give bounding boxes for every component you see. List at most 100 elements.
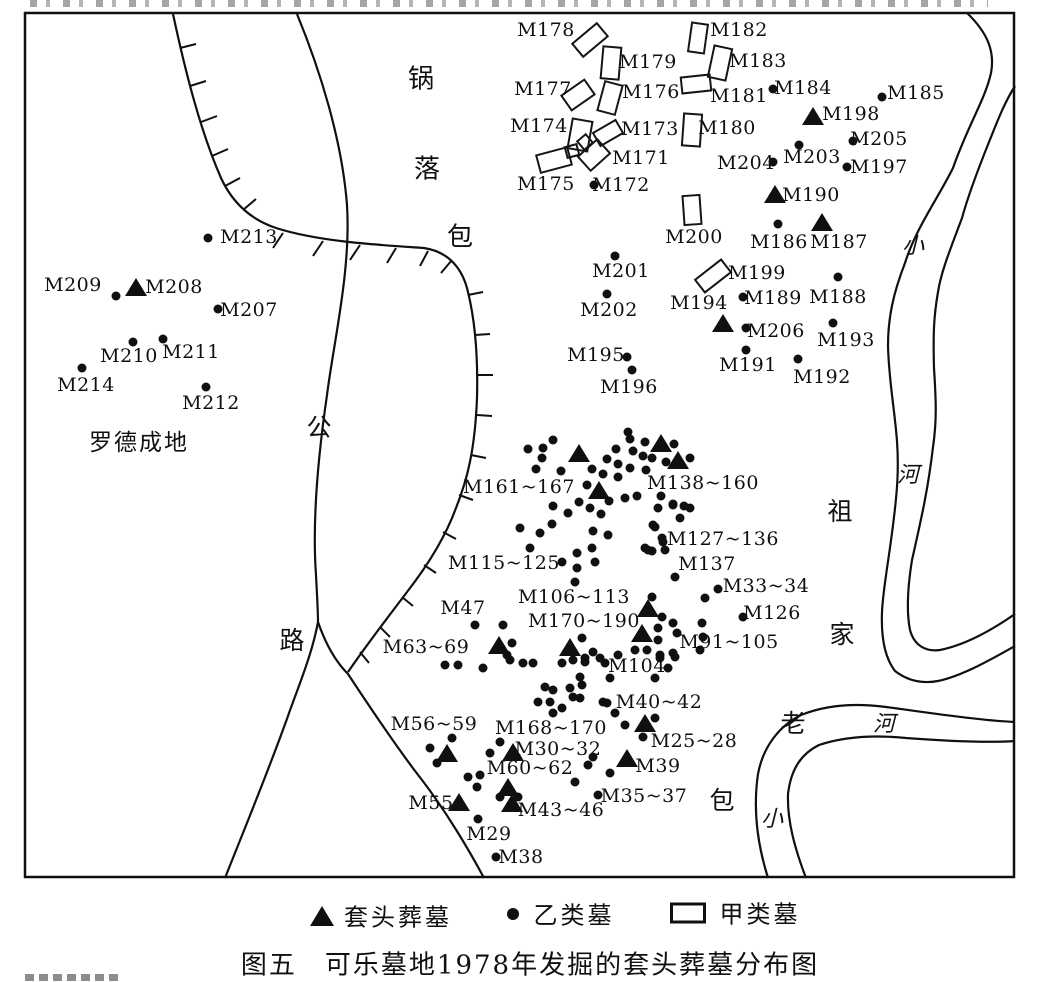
tomb-dot-type-b <box>698 632 708 642</box>
tomb-dot-type-b <box>641 465 651 475</box>
tomb-label: M210 <box>100 345 158 367</box>
stream-south-upper-bank <box>754 703 1016 879</box>
tomb-dot-type-b <box>700 593 710 603</box>
tomb-dot-type-b <box>661 457 671 467</box>
tomb-dot-type-b <box>548 501 558 511</box>
tomb-label: M186 <box>750 231 808 253</box>
tomb-dot-type-b <box>577 680 587 690</box>
tomb-dot-type-b <box>518 658 528 668</box>
tomb-dot-type-b <box>128 337 138 347</box>
taotou-burial-triangle <box>488 636 510 654</box>
tomb-label: M184 <box>774 77 832 99</box>
tomb-label: M185 <box>887 82 945 104</box>
tomb-dot-type-b <box>540 682 550 692</box>
tomb-dot-type-b <box>111 291 121 301</box>
tomb-label: M115~125 <box>448 552 560 574</box>
tomb-dot-type-b <box>447 733 457 743</box>
legend-label-type-b-tomb: 乙类墓 <box>533 901 615 930</box>
tomb-label: M179 <box>619 51 677 73</box>
road-branch-line <box>316 621 485 879</box>
tomb-dot-type-b <box>685 503 695 513</box>
place-label: 家 <box>829 620 857 649</box>
tomb-label: M196 <box>600 376 658 398</box>
tomb-dot-type-b <box>713 584 723 594</box>
tomb-dot-type-b <box>533 697 543 707</box>
legend-label-taotou-burial: 套头葬墓 <box>344 903 452 932</box>
tomb-dot-type-b <box>575 693 585 703</box>
tomb-label: M172 <box>592 174 650 196</box>
figure-caption: 图五 可乐墓地1978年发掘的套头葬墓分布图 <box>240 950 820 981</box>
tomb-dot-type-b <box>647 592 657 602</box>
tomb-label: M177 <box>514 78 572 100</box>
tomb-dot-type-b <box>669 439 679 449</box>
tomb-dot-type-b <box>507 638 517 648</box>
tomb-label: M188 <box>809 286 867 308</box>
taotou-burial-triangle <box>811 213 833 231</box>
place-label: 路 <box>279 626 307 655</box>
tomb-dot-type-b <box>574 497 584 507</box>
taotou-burial-triangle <box>125 278 147 296</box>
tomb-label: M211 <box>162 341 220 363</box>
tomb-dot-type-b <box>638 732 648 742</box>
tomb-label: M204 <box>717 152 775 174</box>
taotou-burial-triangle <box>568 444 590 462</box>
tomb-label: M171 <box>612 147 670 169</box>
tomb-dot-type-b <box>768 84 778 94</box>
tomb-label: M201 <box>592 260 650 282</box>
tomb-label: M187 <box>810 231 868 253</box>
tomb-dot-type-b <box>647 546 657 556</box>
tomb-dot-type-b <box>657 612 667 622</box>
tomb-dot-type-b <box>463 772 473 782</box>
tomb-dot-type-b <box>556 466 566 476</box>
tomb-dot-type-b <box>640 437 650 447</box>
tomb-label: M29 <box>466 823 512 845</box>
taotou-burial-triangle <box>637 599 659 617</box>
tomb-dot-type-b <box>587 543 597 553</box>
tomb-dot-type-b <box>572 563 582 573</box>
tomb-dot-type-b <box>650 673 660 683</box>
tomb-label: M198 <box>822 103 880 125</box>
stream-east-outer-bank <box>880 12 1016 684</box>
tomb-dot-type-b <box>557 658 567 668</box>
tomb-label: M212 <box>182 392 240 414</box>
tomb-label: M25~28 <box>650 730 738 752</box>
tomb-dot-type-b <box>201 382 211 392</box>
legend-dot-icon <box>507 908 519 920</box>
tomb-label: M55 <box>408 792 454 814</box>
tomb-label: M173 <box>621 118 679 140</box>
tomb-label: M47 <box>440 597 486 619</box>
legend-label-type-a-tomb: 甲类墓 <box>719 900 801 929</box>
tomb-label: M43~46 <box>517 799 605 821</box>
tomb-rect-type-a <box>679 73 713 95</box>
tomb-dot-type-b <box>613 459 623 469</box>
tomb-dot-type-b <box>557 703 567 713</box>
tomb-dot-type-b <box>793 354 803 364</box>
tomb-dot-type-b <box>842 162 852 172</box>
tomb-dot-type-b <box>828 318 838 328</box>
tomb-dot-type-b <box>656 491 666 501</box>
tomb-label: M38 <box>498 846 544 868</box>
tomb-label: M33~34 <box>722 575 810 597</box>
tomb-label: M194 <box>670 292 728 314</box>
tomb-label: M193 <box>817 329 875 351</box>
tomb-dot-type-b <box>538 443 548 453</box>
tomb-dot-type-b <box>679 501 689 511</box>
tomb-dot-type-b <box>663 663 673 673</box>
tomb-dot-type-b <box>593 790 603 800</box>
cropped-text-artifact-top <box>30 0 988 7</box>
tomb-dot-type-b <box>640 543 650 553</box>
tomb-dot-type-b <box>557 557 567 567</box>
tomb-dot-type-b <box>158 334 168 344</box>
tomb-dot-type-b <box>625 434 635 444</box>
tomb-dot-type-b <box>655 653 665 663</box>
tomb-dot-type-b <box>598 469 608 479</box>
tomb-dot-type-b <box>670 572 680 582</box>
tomb-label: M60~62 <box>486 757 574 779</box>
tomb-label: M137 <box>678 553 736 575</box>
tomb-dot-type-b <box>697 618 707 628</box>
tomb-dot-type-b <box>531 464 541 474</box>
tomb-dot-type-b <box>773 219 783 229</box>
tomb-dot-type-b <box>670 652 680 662</box>
tomb-rect-type-a <box>596 79 624 117</box>
tomb-dot-type-b <box>570 777 580 787</box>
